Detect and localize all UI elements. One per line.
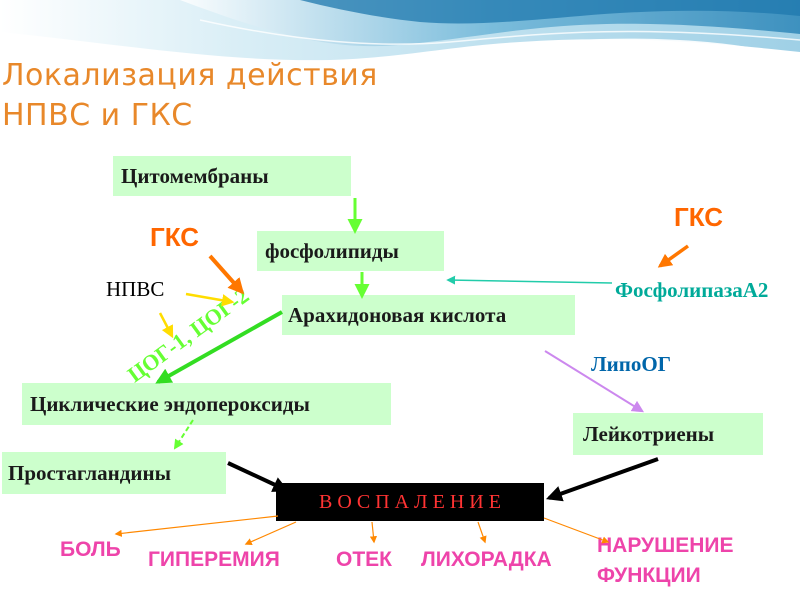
gks-left-label: ГКС bbox=[150, 222, 200, 252]
slide-title-line2: НПВС и ГКС bbox=[2, 98, 193, 133]
outcome-fever: ЛИХОРАДКА bbox=[421, 548, 552, 571]
lipoxygenase-label: ЛипоОГ bbox=[591, 352, 672, 376]
arrow-gks-right-to-phospholipase bbox=[657, 244, 690, 268]
inflammation-label: В О С П А Л Е Н И Е bbox=[319, 490, 501, 513]
arrow-npvs-to-cox bbox=[185, 292, 235, 307]
phospholipids-box: фосфолипиды bbox=[257, 231, 444, 271]
arrow-endoperoxides-to-prostaglandins bbox=[173, 419, 194, 450]
phospholipase-label: ФосфолипазаА2 bbox=[615, 278, 769, 302]
npvs-label: НПВС bbox=[106, 277, 165, 301]
arrow-npvs-down bbox=[158, 312, 174, 339]
arrow-leukotrienes-to-inflammation bbox=[545, 457, 659, 502]
arrow-inflammation-to-hyperemia bbox=[244, 521, 297, 545]
outcome-edema: ОТЕК bbox=[336, 548, 392, 571]
arrow-arachidonic-to-leukotrienes bbox=[544, 350, 645, 413]
outcome-hyperemia: ГИПЕРЕМИЯ bbox=[148, 548, 280, 571]
inflammation-box: В О С П А Л Е Н И Е bbox=[276, 483, 544, 521]
outcome-pain: БОЛЬ bbox=[60, 538, 121, 561]
arrow-gks-left-to-cox bbox=[208, 254, 245, 295]
outcome-dysfunction-line2: ФУНКЦИИ bbox=[597, 564, 701, 587]
arrow-arachidonic-to-endoperoxides bbox=[155, 310, 283, 384]
arrow-inflammation-to-fever bbox=[477, 521, 487, 544]
gks-right-label: ГКС bbox=[674, 202, 724, 232]
arachidonic-acid-box: Арахидоновая кислота bbox=[282, 295, 575, 335]
arrow-inflammation-to-dysfunction bbox=[543, 517, 610, 544]
arrow-prostaglandins-to-inflammation bbox=[227, 461, 289, 492]
arrow-phospholipase-to-phospholipids bbox=[446, 275, 613, 285]
slide-title-line1: Локализация действия bbox=[2, 58, 378, 93]
leukotrienes-box: Лейкотриены bbox=[573, 413, 763, 455]
prostaglandins-box: Простагландины bbox=[2, 452, 226, 494]
cytomembranes-box: Цитомембраны bbox=[113, 156, 351, 196]
arrow-inflammation-to-edema bbox=[369, 521, 378, 544]
cyclic-endoperoxides-box: Циклические эндопероксиды bbox=[22, 383, 391, 425]
outcome-dysfunction-line1: НАРУШЕНИЕ bbox=[597, 534, 734, 557]
arrow-inflammation-to-pain bbox=[114, 515, 279, 537]
